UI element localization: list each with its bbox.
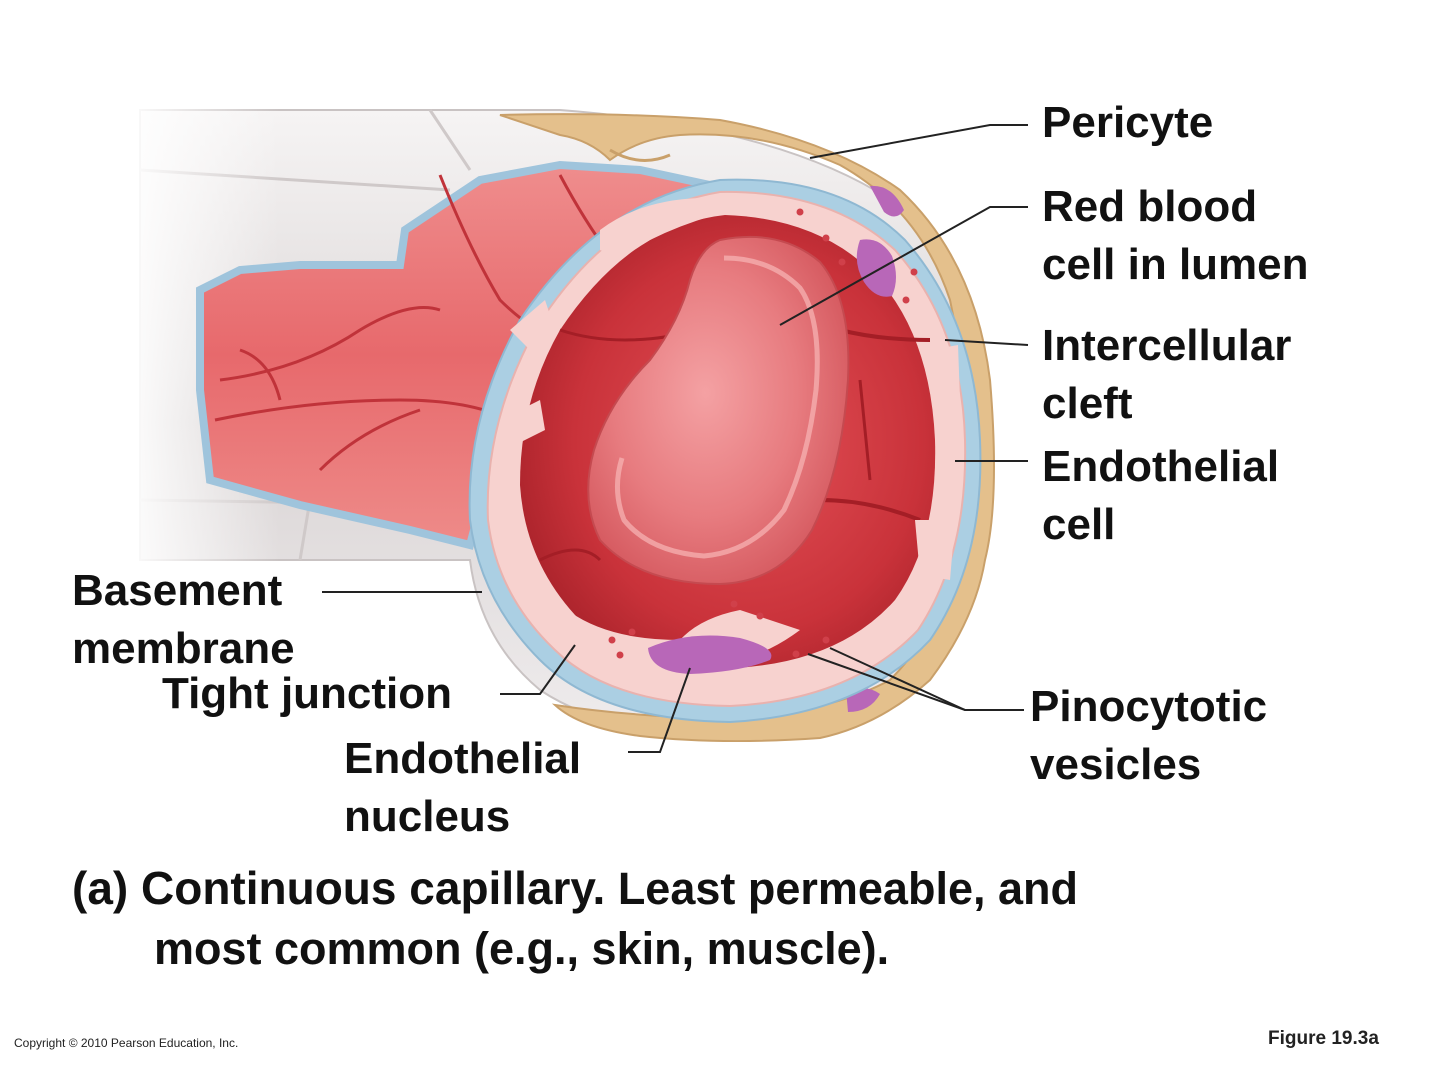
pinocytotic-vesicles	[608, 208, 918, 659]
label-endothelial-nucleus: Endothelial nucleus	[344, 730, 581, 846]
label-basement-line1: Basement	[72, 566, 283, 615]
label-rbc-line2: cell in lumen	[1042, 240, 1309, 289]
leader-lines	[322, 124, 1029, 753]
label-red-blood-cell: Red blood cell in lumen	[1042, 178, 1309, 294]
label-pinocytotic-vesicles: Pinocytotic vesicles	[1030, 678, 1267, 794]
label-pinocytotic-line1: Pinocytotic	[1030, 682, 1268, 731]
caption-text-line2: most common (e.g., skin, muscle).	[154, 923, 890, 974]
caption-title: Continuous capillary.	[141, 862, 606, 914]
endo-nucleus-leader	[628, 667, 691, 753]
label-pinocytotic-line2: vesicles	[1030, 740, 1202, 789]
copyright-notice: Copyright © 2010 Pearson Education, Inc.	[14, 1036, 239, 1050]
label-cleft-line1: Intercellular	[1042, 321, 1292, 370]
label-basement-line2: membrane	[72, 624, 295, 673]
label-pericyte: Pericyte	[1042, 98, 1214, 147]
cleft-leader	[944, 339, 1029, 346]
caption-prefix: (a)	[72, 862, 141, 914]
label-endo-nucleus-line2: nucleus	[344, 792, 511, 841]
label-tight-junction: Tight junction	[162, 669, 453, 718]
label-intercellular-cleft: Intercellular cleft	[1042, 317, 1291, 433]
label-basement-membrane: Basement membrane	[72, 562, 295, 678]
label-endo-cell-line2: cell	[1042, 500, 1116, 549]
figure-number: Figure 19.3a	[1268, 1028, 1379, 1049]
pinocytotic-leader-2	[829, 647, 966, 711]
pericyte-leader	[809, 124, 1028, 159]
label-endo-nucleus-line1: Endothelial	[344, 734, 582, 783]
label-rbc-line1: Red blood	[1042, 182, 1258, 231]
endothelial-nuclei	[648, 239, 896, 674]
tight-junction-leader	[500, 644, 576, 695]
figure-caption: (a) Continuous capillary. Least permeabl…	[72, 858, 1078, 979]
label-endo-cell-line1: Endothelial	[1042, 442, 1280, 491]
label-cleft-line2: cleft	[1042, 379, 1133, 428]
caption-text-line1: Least permeable, and	[605, 863, 1078, 914]
label-endothelial-cell: Endothelial cell	[1042, 438, 1279, 554]
rbc-leader	[779, 206, 1028, 326]
